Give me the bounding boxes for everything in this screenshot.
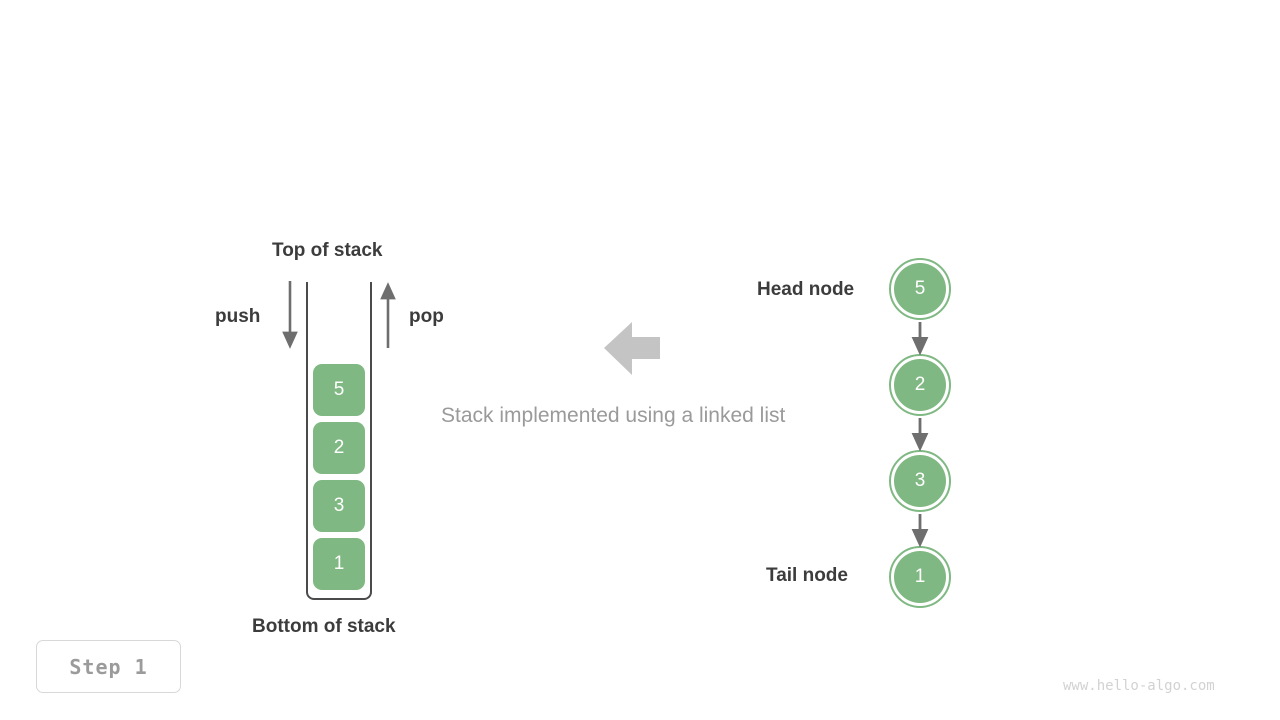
stack-cell: 3 [313,480,365,532]
head-node-label: Head node [757,279,855,300]
stack-cell: 5 [313,364,365,416]
linked-list-node: 3 [889,450,951,512]
push-label: push [215,306,261,327]
linked-list-node-circle: 1 [894,551,946,603]
linked-list-node: 2 [889,354,951,416]
linked-list-node-circle: 2 [894,359,946,411]
tail-node-label: Tail node [766,565,848,586]
pop-label: pop [409,306,444,327]
linked-list-node-value: 3 [914,470,926,491]
bottom-of-stack-label: Bottom of stack [252,616,396,637]
linked-list-node: 5 [889,258,951,320]
conversion-arrow-left-icon [604,322,660,375]
stack-cell: 2 [313,422,365,474]
step-badge: Step 1 [36,640,181,693]
linked-list-node-value: 1 [914,566,926,587]
linked-list-node: 1 [889,546,951,608]
stack-cell-value: 2 [333,437,345,458]
watermark: www.hello-algo.com [1063,678,1215,694]
top-of-stack-label: Top of stack [272,240,383,261]
stack-cell-value: 5 [333,379,345,400]
step-badge-label: Step 1 [69,654,148,679]
linked-list-node-circle: 5 [894,263,946,315]
stack-container [306,282,372,600]
linked-list-node-circle: 3 [894,455,946,507]
diagram-caption: Stack implemented using a linked list [441,404,786,427]
stack-cell-value: 1 [333,553,345,574]
stack-cell-list: 5 2 3 1 [313,364,365,590]
linked-list-node-value: 2 [914,374,926,395]
linked-list-node-value: 5 [914,278,926,299]
stack-cell-value: 3 [333,495,345,516]
stack-cell: 1 [313,538,365,590]
